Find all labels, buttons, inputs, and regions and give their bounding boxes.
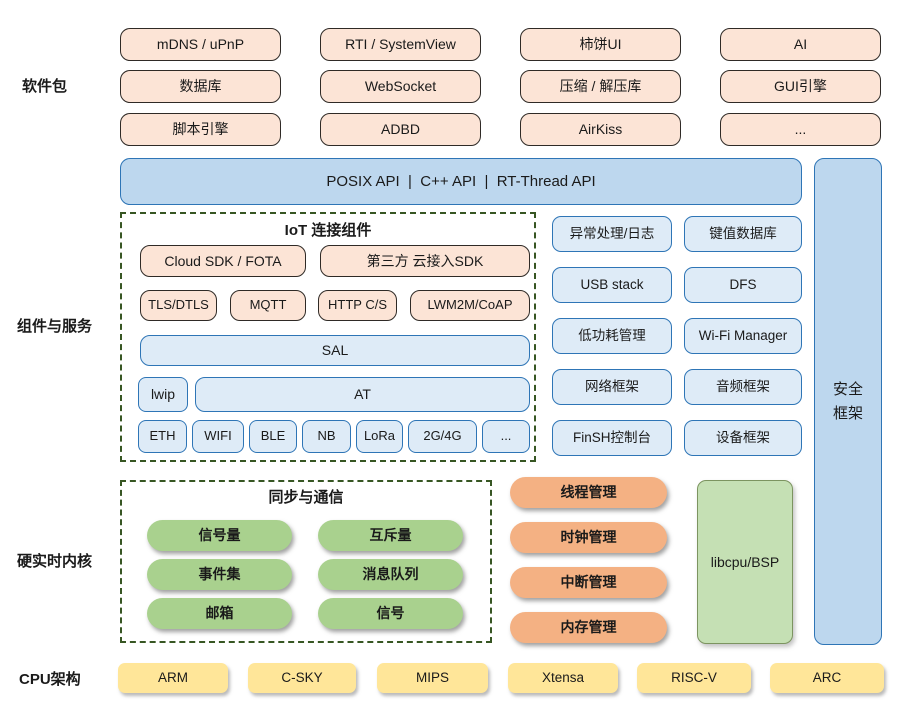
cpu-arch-box-arm: ARM bbox=[118, 663, 228, 693]
service-box-kv-database: 键值数据库 bbox=[684, 216, 802, 252]
section-label-cpu-architecture: CPU架构 bbox=[19, 671, 81, 689]
service-box-exception-log: 异常处理/日志 bbox=[552, 216, 672, 252]
section-label-hard-realtime-kernel: 硬实时内核 bbox=[17, 553, 93, 571]
software-package-box: 脚本引擎 bbox=[120, 113, 281, 146]
sync-pill-mailbox: 邮箱 bbox=[147, 598, 292, 629]
link-box-nb: NB bbox=[302, 420, 351, 453]
management-pill-memory: 内存管理 bbox=[510, 612, 667, 643]
cpu-arch-box-mips: MIPS bbox=[377, 663, 488, 693]
security-framework-line2: 框架 bbox=[832, 404, 863, 422]
management-pill-clock: 时钟管理 bbox=[510, 522, 667, 553]
protocol-box-lwm2m-coap: LWM2M/CoAP bbox=[410, 290, 530, 321]
sal-box: SAL bbox=[140, 335, 530, 366]
sync-communication-title: 同步与通信 bbox=[268, 489, 344, 507]
software-package-box: 压缩 / 解压库 bbox=[520, 70, 681, 103]
service-box-network-framework: 网络框架 bbox=[552, 369, 672, 405]
at-box: AT bbox=[195, 377, 530, 412]
link-box-ble: BLE bbox=[249, 420, 297, 453]
section-label-components-services: 组件与服务 bbox=[17, 318, 93, 336]
software-package-box: WebSocket bbox=[320, 70, 481, 103]
protocol-box-tls-dtls: TLS/DTLS bbox=[140, 290, 217, 321]
software-package-box: mDNS / uPnP bbox=[120, 28, 281, 61]
security-framework-bar: 安全 框架 bbox=[814, 158, 882, 645]
security-framework-line1: 安全 bbox=[832, 381, 863, 399]
service-box-low-power: 低功耗管理 bbox=[552, 318, 672, 354]
software-package-box: ADBD bbox=[320, 113, 481, 146]
cpu-arch-box-riscv: RISC-V bbox=[637, 663, 751, 693]
service-box-wifi-manager: Wi-Fi Manager bbox=[684, 318, 802, 354]
iot-components-group bbox=[120, 212, 536, 462]
section-label-software-packages: 软件包 bbox=[22, 78, 68, 96]
software-package-box: 数据库 bbox=[120, 70, 281, 103]
lwip-box: lwip bbox=[138, 377, 188, 412]
software-package-box: AirKiss bbox=[520, 113, 681, 146]
link-box-lora: LoRa bbox=[356, 420, 403, 453]
cloud-sdk-fota-box: Cloud SDK / FOTA bbox=[140, 245, 306, 277]
protocol-box-mqtt: MQTT bbox=[230, 290, 306, 321]
iot-components-title: IoT 连接组件 bbox=[284, 222, 372, 240]
management-pill-thread: 线程管理 bbox=[510, 477, 667, 508]
libcpu-bsp-box: libcpu/BSP bbox=[697, 480, 793, 644]
software-package-box: ... bbox=[720, 113, 881, 146]
service-box-finsh-console: FinSH控制台 bbox=[552, 420, 672, 456]
link-box-more: ... bbox=[482, 420, 530, 453]
software-package-box: RTI / SystemView bbox=[320, 28, 481, 61]
sync-pill-signal: 信号 bbox=[318, 598, 463, 629]
service-box-device-framework: 设备框架 bbox=[684, 420, 802, 456]
cpu-arch-box-xtensa: Xtensa bbox=[508, 663, 618, 693]
software-package-box: 柿饼UI bbox=[520, 28, 681, 61]
software-package-box: AI bbox=[720, 28, 881, 61]
sync-communication-group bbox=[120, 480, 492, 643]
service-box-usb-stack: USB stack bbox=[552, 267, 672, 303]
service-box-dfs: DFS bbox=[684, 267, 802, 303]
protocol-box-http: HTTP C/S bbox=[318, 290, 397, 321]
link-box-eth: ETH bbox=[138, 420, 187, 453]
sync-pill-semaphore: 信号量 bbox=[147, 520, 292, 551]
api-bar: POSIX API | C++ API | RT-Thread API bbox=[120, 158, 802, 205]
third-party-cloud-sdk-box: 第三方 云接入SDK bbox=[320, 245, 530, 277]
service-box-audio-framework: 音频框架 bbox=[684, 369, 802, 405]
link-box-2g4g: 2G/4G bbox=[408, 420, 477, 453]
sync-pill-mutex: 互斥量 bbox=[318, 520, 463, 551]
link-box-wifi: WIFI bbox=[192, 420, 244, 453]
software-package-box: GUI引擎 bbox=[720, 70, 881, 103]
sync-pill-event-set: 事件集 bbox=[147, 559, 292, 590]
management-pill-interrupt: 中断管理 bbox=[510, 567, 667, 598]
sync-pill-message-queue: 消息队列 bbox=[318, 559, 463, 590]
cpu-arch-box-csky: C-SKY bbox=[248, 663, 356, 693]
cpu-arch-box-arc: ARC bbox=[770, 663, 884, 693]
